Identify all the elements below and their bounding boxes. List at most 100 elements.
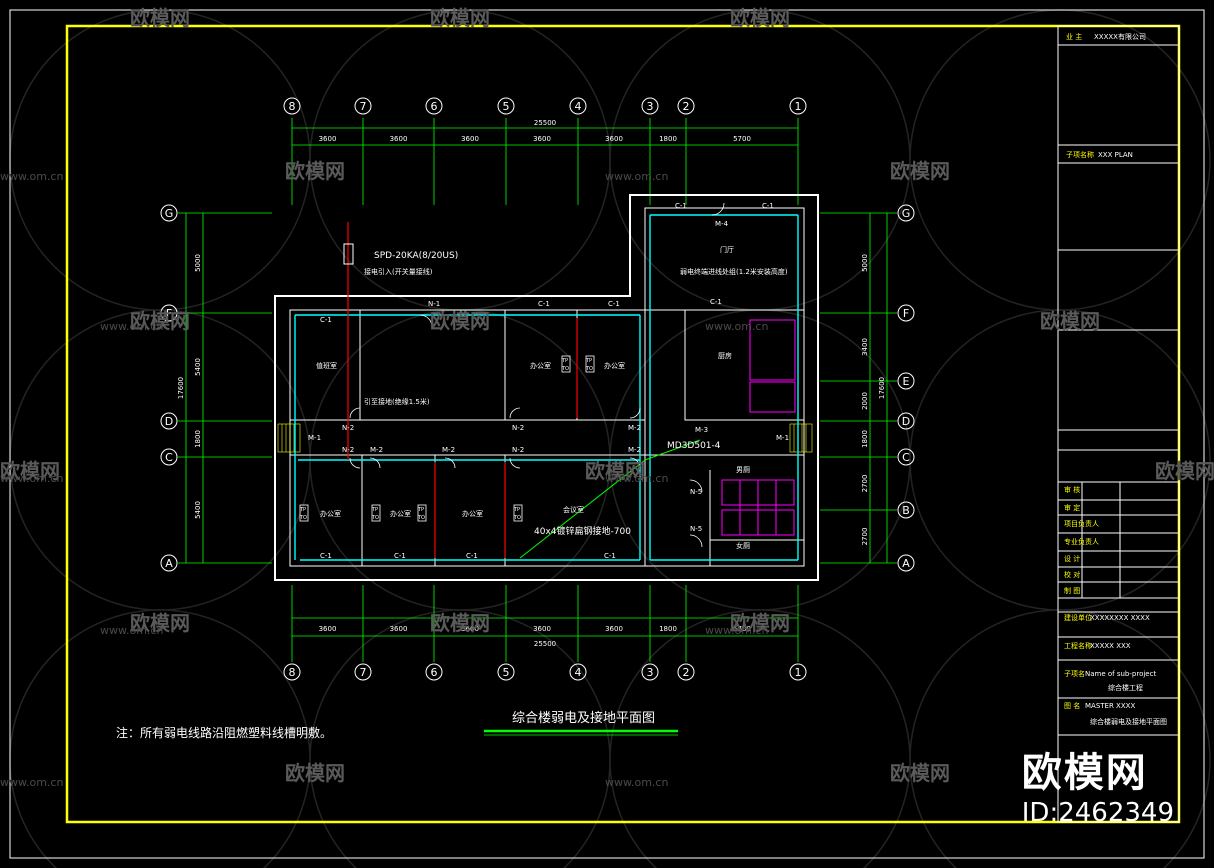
tb-drawing-value: MASTER XXXX bbox=[1085, 702, 1135, 710]
door-swings bbox=[349, 202, 725, 548]
door-c1-e: C-1 bbox=[762, 202, 774, 210]
col-axis-label-top: 5 bbox=[503, 100, 510, 113]
col-axis-bubble-bottom bbox=[569, 663, 587, 681]
door-n2-c: N-2 bbox=[512, 424, 524, 432]
title-block: 业 主 XXXXX有限公司 子项名称 XXX PLAN 审 核 审 定 项目负责… bbox=[1057, 25, 1180, 823]
tp-1: TP bbox=[561, 358, 568, 364]
door-m2-d: M-2 bbox=[628, 446, 641, 454]
col-axis-bubble-bottom bbox=[425, 663, 443, 681]
watermark-brand: 欧模网 bbox=[130, 309, 190, 333]
room-duty: 值班室 bbox=[316, 361, 337, 370]
col-axis-bubble-bottom bbox=[677, 663, 695, 681]
dim-bottom: 3600 bbox=[319, 625, 337, 633]
col-axis-bubble-bottom bbox=[283, 663, 301, 681]
door-c1-i: C-1 bbox=[466, 552, 478, 560]
row-axis-label-right: D bbox=[902, 415, 910, 428]
dim-top: 3600 bbox=[319, 135, 337, 143]
dim-left: 5000 bbox=[194, 254, 202, 272]
door-m4-a: M-4 bbox=[715, 220, 729, 228]
watermark-brand: 欧模网 bbox=[730, 6, 790, 30]
watermark-url: www.om.cn bbox=[0, 776, 63, 789]
to-4: TO bbox=[371, 515, 379, 521]
watermark-brand: 欧模网 bbox=[0, 459, 60, 483]
tb-project-value: XXXXXXXX XXXX bbox=[1090, 614, 1150, 622]
grounding-label: 40x4镀锌扁钢接地-700 bbox=[534, 525, 631, 537]
col-axis-bubble-top bbox=[569, 97, 587, 115]
watermark-brand: 欧模网 bbox=[585, 459, 645, 483]
building-walls bbox=[274, 194, 819, 581]
watermark-url: www.om.cn bbox=[100, 624, 163, 637]
row-axis-bubble-right bbox=[897, 501, 915, 519]
door-c1-f: C-1 bbox=[710, 298, 722, 306]
dim-top: 3600 bbox=[461, 135, 479, 143]
door-c1-c: C-1 bbox=[608, 300, 620, 308]
room-hall: 门厅 bbox=[720, 245, 734, 254]
watermark-url: www.om.cn bbox=[0, 170, 63, 183]
door-c1-a: C-1 bbox=[320, 316, 332, 324]
axis-layer: 8877665544332211255002550036003600360036… bbox=[160, 97, 915, 681]
tb-subitem-label: 子项名称 bbox=[1066, 150, 1094, 159]
big-watermark: 欧模网 ID:2462349 bbox=[1022, 740, 1174, 828]
drawing-title: 综合楼弱电及接地平面图 bbox=[512, 710, 655, 726]
room-meeting: 会议室 bbox=[563, 505, 584, 514]
drawing-note: 注：所有弱电线路沿阻燃塑料线槽明敷。 bbox=[116, 725, 332, 740]
dim-left: 1800 bbox=[194, 430, 202, 448]
dim-top: 1800 bbox=[659, 135, 677, 143]
dim-bottom: 1800 bbox=[659, 625, 677, 633]
col-axis-label-bottom: 5 bbox=[503, 666, 510, 679]
dim-bottom: 3600 bbox=[605, 625, 623, 633]
to-1: TO bbox=[561, 366, 569, 372]
door-m2-a: M-2 bbox=[370, 446, 383, 454]
col-axis-bubble-top bbox=[677, 97, 695, 115]
tb-sub-value2: 综合楼工程 bbox=[1108, 683, 1143, 692]
row-axis-label-right: B bbox=[902, 504, 910, 517]
col-axis-bubble-top bbox=[789, 97, 807, 115]
dim-right: 1800 bbox=[861, 430, 869, 448]
door-n5-b: N-5 bbox=[690, 525, 702, 533]
door-m1-a: M-1 bbox=[308, 434, 321, 442]
watermark-brand: 欧模网 bbox=[890, 159, 950, 183]
outer-border bbox=[9, 9, 1205, 859]
row-axis-label-left: F bbox=[166, 307, 172, 320]
row-axis-bubble-left bbox=[160, 448, 178, 466]
dim-right-total: 17600 bbox=[878, 377, 886, 399]
row-axis-bubble-left bbox=[160, 304, 178, 322]
dim-bottom: 3600 bbox=[533, 625, 551, 633]
dim-top: 3600 bbox=[390, 135, 408, 143]
door-c1-j: C-1 bbox=[604, 552, 616, 560]
row-axis-bubble-right bbox=[897, 448, 915, 466]
room-kitchen: 厨房 bbox=[718, 351, 732, 360]
row-axis-bubble-right bbox=[897, 412, 915, 430]
to-3: TO bbox=[299, 515, 307, 521]
to-6: TO bbox=[513, 515, 521, 521]
big-watermark-id: ID:2462349 bbox=[1021, 798, 1174, 828]
dim-top: 3600 bbox=[533, 135, 551, 143]
watermark-brand: 欧模网 bbox=[285, 159, 345, 183]
row-axis-label-right: A bbox=[902, 557, 910, 570]
tb-row-0: 审 核 bbox=[1064, 485, 1080, 494]
tb-projname-label: 工程名称 bbox=[1064, 641, 1092, 650]
tb-row-3: 专业负责人 bbox=[1064, 537, 1099, 546]
spd-device bbox=[343, 243, 354, 265]
tb-sub-label: 子项名 bbox=[1064, 669, 1085, 678]
dim-bottom: 5700 bbox=[733, 625, 751, 633]
col-axis-label-top: 4 bbox=[575, 100, 582, 113]
row-axis-bubble-left bbox=[160, 412, 178, 430]
door-c1-b: C-1 bbox=[538, 300, 550, 308]
dim-bottom: 3600 bbox=[461, 625, 479, 633]
spd-sub-label: 接电引入(开关量接线) bbox=[364, 267, 433, 276]
watermark-brand: 欧模网 bbox=[430, 6, 490, 30]
row-axis-label-right: F bbox=[903, 307, 909, 320]
entrance-hatch bbox=[277, 423, 813, 453]
door-c1-d: C-1 bbox=[675, 202, 687, 210]
cable-tray bbox=[294, 214, 799, 561]
to-5: TO bbox=[417, 515, 425, 521]
watermark-brand: 欧模网 bbox=[430, 611, 490, 635]
dim-left-total: 17600 bbox=[177, 377, 185, 399]
door-n2-a: N-2 bbox=[342, 424, 354, 432]
dim-right: 5000 bbox=[861, 254, 869, 272]
tb-drawing-value2: 综合楼弱电及接地平面图 bbox=[1090, 717, 1167, 726]
col-axis-label-top: 7 bbox=[360, 100, 367, 113]
door-c1-h: C-1 bbox=[394, 552, 406, 560]
